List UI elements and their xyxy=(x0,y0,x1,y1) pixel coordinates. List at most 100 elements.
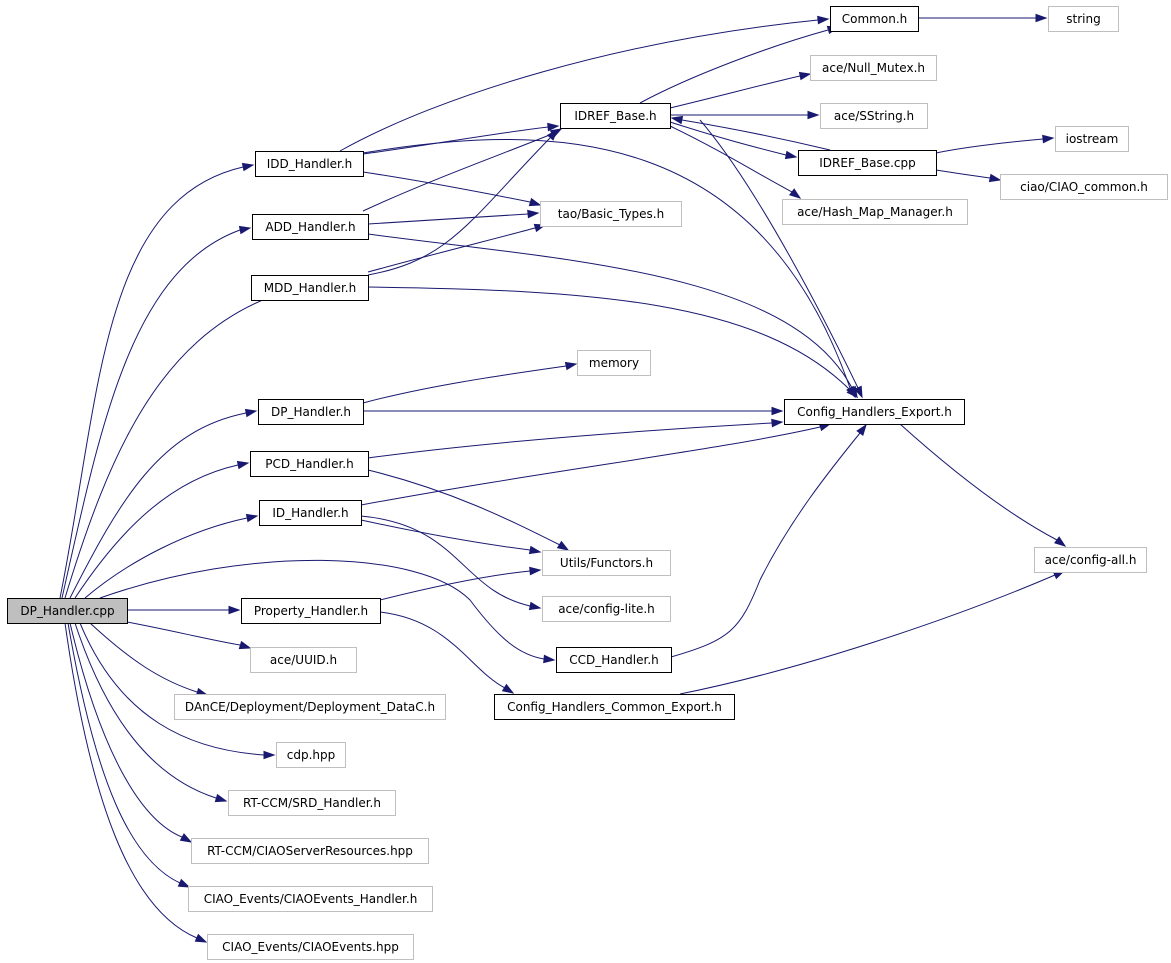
edge-arrowhead xyxy=(771,418,784,428)
node-cfg-common-export[interactable]: Config_Handlers_Common_Export.h xyxy=(494,694,735,720)
node-ccd-handler[interactable]: CCD_Handler.h xyxy=(556,647,672,673)
edge-arrowhead xyxy=(528,601,542,611)
edge-arrowhead xyxy=(988,173,1002,183)
node-box xyxy=(250,647,357,673)
edge-arrowhead xyxy=(179,833,193,843)
node-dp-handler-h[interactable]: DP_Handler.h xyxy=(258,399,364,425)
edge-idref_base_h-to-cfg_export xyxy=(699,119,863,399)
edge-idref_base_cpp-to-idref_base_h xyxy=(670,115,831,151)
edge-line xyxy=(74,464,239,599)
edge-line xyxy=(379,570,531,601)
node-cfg-export[interactable]: Config_Handlers_Export.h xyxy=(784,399,965,425)
node-box xyxy=(207,934,414,960)
edge-arrowhead xyxy=(1035,13,1048,23)
edge-arrowhead xyxy=(245,513,259,523)
edge-arrowhead xyxy=(670,115,684,125)
node-label: CCD_Handler.h xyxy=(569,653,659,667)
edge-line xyxy=(367,469,561,546)
node-iostream: iostream xyxy=(1055,126,1129,152)
node-label: ace/config-all.h xyxy=(1045,553,1137,567)
edge-line xyxy=(339,19,819,152)
edge-arrowhead xyxy=(771,406,784,416)
node-label: DP_Handler.cpp xyxy=(20,604,114,618)
node-label: Config_Handlers_Export.h xyxy=(797,405,952,419)
edge-dp_handler_cpp-to-deployment_datac xyxy=(89,622,209,697)
edge-idref_base_h-to-sstring xyxy=(670,110,820,120)
edge-dp_handler_cpp-to-uuid xyxy=(126,621,252,650)
edge-line xyxy=(669,125,793,193)
edge-line xyxy=(360,426,821,506)
node-label: cdp.hpp xyxy=(287,748,336,762)
edge-arrowhead xyxy=(238,225,252,235)
edge-arrowhead xyxy=(244,408,258,418)
edge-arrowhead xyxy=(528,545,542,555)
edge-dp_handler_cpp-to-ccd_handler xyxy=(99,559,556,664)
edge-arrowhead xyxy=(177,878,191,888)
edge-line xyxy=(69,412,247,599)
node-label: IDREF_Base.cpp xyxy=(819,156,915,170)
edge-dp_handler_cpp-to-srd_handler xyxy=(74,622,228,803)
node-label: RT-CCM/SRD_Handler.h xyxy=(243,796,381,810)
edge-line xyxy=(362,171,531,203)
node-idref-base-cpp[interactable]: IDREF_Base.cpp xyxy=(798,150,937,176)
node-box xyxy=(542,550,671,576)
node-box xyxy=(810,55,937,81)
node-label: ace/UUID.h xyxy=(270,653,337,667)
node-add-handler[interactable]: ADD_Handler.h xyxy=(252,214,369,240)
edge-cfg_common_export-to-config_all xyxy=(679,570,1066,695)
node-box xyxy=(577,350,651,376)
edge-line xyxy=(360,515,531,607)
edge-property_handler-to-cfg_common_export xyxy=(379,611,515,694)
edge-arrowhead xyxy=(194,933,208,943)
node-common-h[interactable]: Common.h xyxy=(830,6,919,32)
edge-arrowhead xyxy=(1042,134,1055,144)
node-dp-handler-cpp[interactable]: DP_Handler.cpp xyxy=(7,598,128,624)
edge-line xyxy=(360,519,531,551)
edge-line xyxy=(61,229,241,599)
node-box xyxy=(560,103,671,129)
node-box xyxy=(251,275,369,301)
edge-mdd_handler-to-idref_base_h xyxy=(367,128,558,276)
node-ciao-common: ciao/CIAO_common.h xyxy=(1000,174,1168,200)
edge-line xyxy=(99,559,545,660)
edge-line xyxy=(367,286,851,391)
edge-dp_handler_cpp-to-ciao_events xyxy=(64,622,208,943)
node-id-handler[interactable]: ID_Handler.h xyxy=(259,500,362,526)
node-box xyxy=(188,886,433,912)
edge-line xyxy=(84,517,248,599)
node-label: ADD_Handler.h xyxy=(265,220,355,234)
edge-line xyxy=(367,227,536,273)
edge-idd_handler-to-common_h xyxy=(339,15,830,152)
node-box xyxy=(798,150,937,176)
node-box xyxy=(820,103,928,129)
node-label: PCD_Handler.h xyxy=(265,457,353,471)
edge-arrowhead xyxy=(238,640,252,650)
edge-arrowhead xyxy=(856,423,867,436)
edge-arrowhead xyxy=(543,654,556,664)
node-idref-base-h[interactable]: IDREF_Base.h xyxy=(560,103,671,129)
edge-dp_handler_cpp-to-property_handler xyxy=(127,605,241,615)
edge-arrowhead xyxy=(789,188,802,199)
edge-dp_handler_cpp-to-add_handler xyxy=(61,225,252,599)
node-string: string xyxy=(1048,6,1119,32)
node-label: iostream xyxy=(1066,132,1119,146)
edge-add_handler-to-basic_types xyxy=(367,209,540,225)
edge-arrowhead xyxy=(529,566,542,576)
node-box xyxy=(276,742,346,768)
node-idd-handler[interactable]: IDD_Handler.h xyxy=(255,151,364,177)
edge-line xyxy=(59,166,244,599)
node-deployment-datac: DAnCE/Deployment/Deployment_DataC.h xyxy=(174,694,446,720)
node-box xyxy=(494,694,735,720)
edge-pcd_handler-to-functors xyxy=(367,469,570,551)
edge-dp_handler_h-to-cfg_export xyxy=(363,406,784,416)
node-box xyxy=(830,6,919,32)
edge-line xyxy=(64,296,271,599)
node-cdp: cdp.hpp xyxy=(276,742,346,768)
node-mdd-handler[interactable]: MDD_Handler.h xyxy=(251,275,369,301)
node-box xyxy=(1000,174,1168,200)
node-box xyxy=(241,598,381,624)
node-label: ID_Handler.h xyxy=(272,506,348,520)
node-property-handler[interactable]: Property_Handler.h xyxy=(241,598,381,624)
node-hash-map: ace/Hash_Map_Manager.h xyxy=(782,199,968,225)
node-pcd-handler[interactable]: PCD_Handler.h xyxy=(250,451,369,477)
